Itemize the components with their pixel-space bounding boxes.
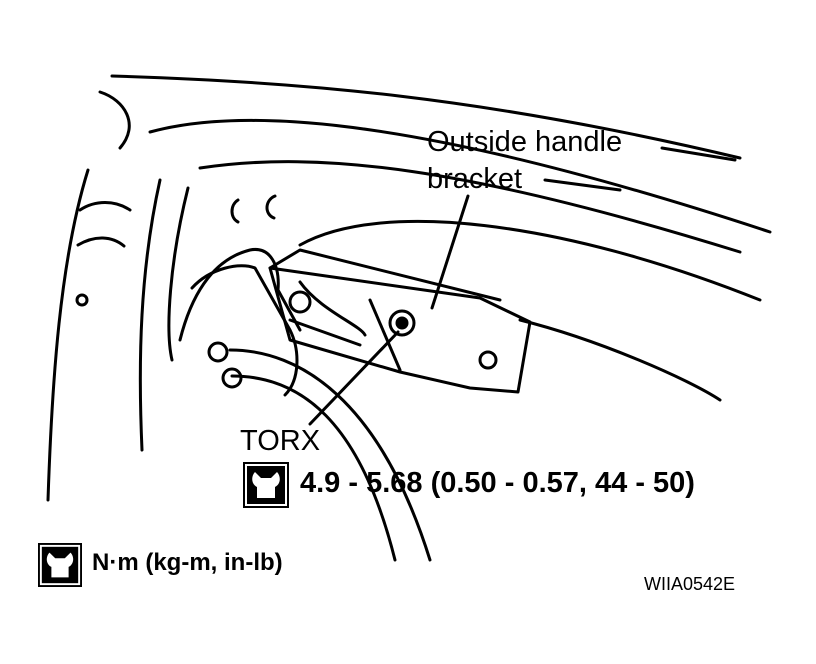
torx-screw (388, 309, 416, 337)
door-pillar-edge (167, 186, 190, 362)
rod-clip (221, 367, 243, 389)
leader-bracket (543, 178, 622, 192)
figure-code: WIIA0542E (644, 574, 736, 594)
bracket-hole (288, 290, 312, 314)
bracket-label: bracket (427, 163, 523, 195)
bracket-inner-edge (268, 248, 502, 302)
torque-wrench-icon (243, 462, 289, 508)
door-pillar-inner (138, 178, 162, 452)
panel-hole (230, 198, 240, 224)
door-pillar-outer (46, 168, 90, 502)
bracket-hole (478, 350, 498, 370)
torque-wrench-icon (38, 543, 82, 587)
leader-bracket-pointer (430, 194, 470, 310)
door-pillar-return (78, 201, 132, 212)
linkage-rod (518, 318, 722, 402)
inner-panel-contour (178, 247, 302, 342)
door-frame-inner-line (148, 118, 772, 234)
bracket-rib (298, 280, 367, 337)
bracket-face (368, 298, 402, 372)
outside-handle-label: Outside handle (427, 126, 623, 158)
units-legend: N·m (kg-m, in-lb) (92, 549, 283, 576)
rod-clip (207, 341, 229, 363)
torque-spec: 4.9 - 5.68 (0.50 - 0.57, 44 - 50) (300, 467, 695, 499)
door-pillar-return-2 (76, 236, 126, 248)
outside-handle-bracket (268, 266, 532, 394)
panel-hole (265, 194, 277, 220)
door-frame-inner-line-2 (198, 160, 742, 254)
leader-outside-handle (660, 146, 737, 162)
control-rod (230, 374, 397, 562)
torx-label: TORX (240, 425, 321, 457)
torx-screw-center (395, 316, 409, 330)
door-frame-left-curve (98, 90, 131, 150)
leader-torx (308, 330, 400, 426)
bracket-rib (288, 318, 362, 347)
linkage-rod-2 (298, 219, 762, 302)
inner-panel-recess (190, 264, 299, 397)
door-frame-top-line (110, 74, 742, 160)
panel-hole (75, 293, 89, 307)
